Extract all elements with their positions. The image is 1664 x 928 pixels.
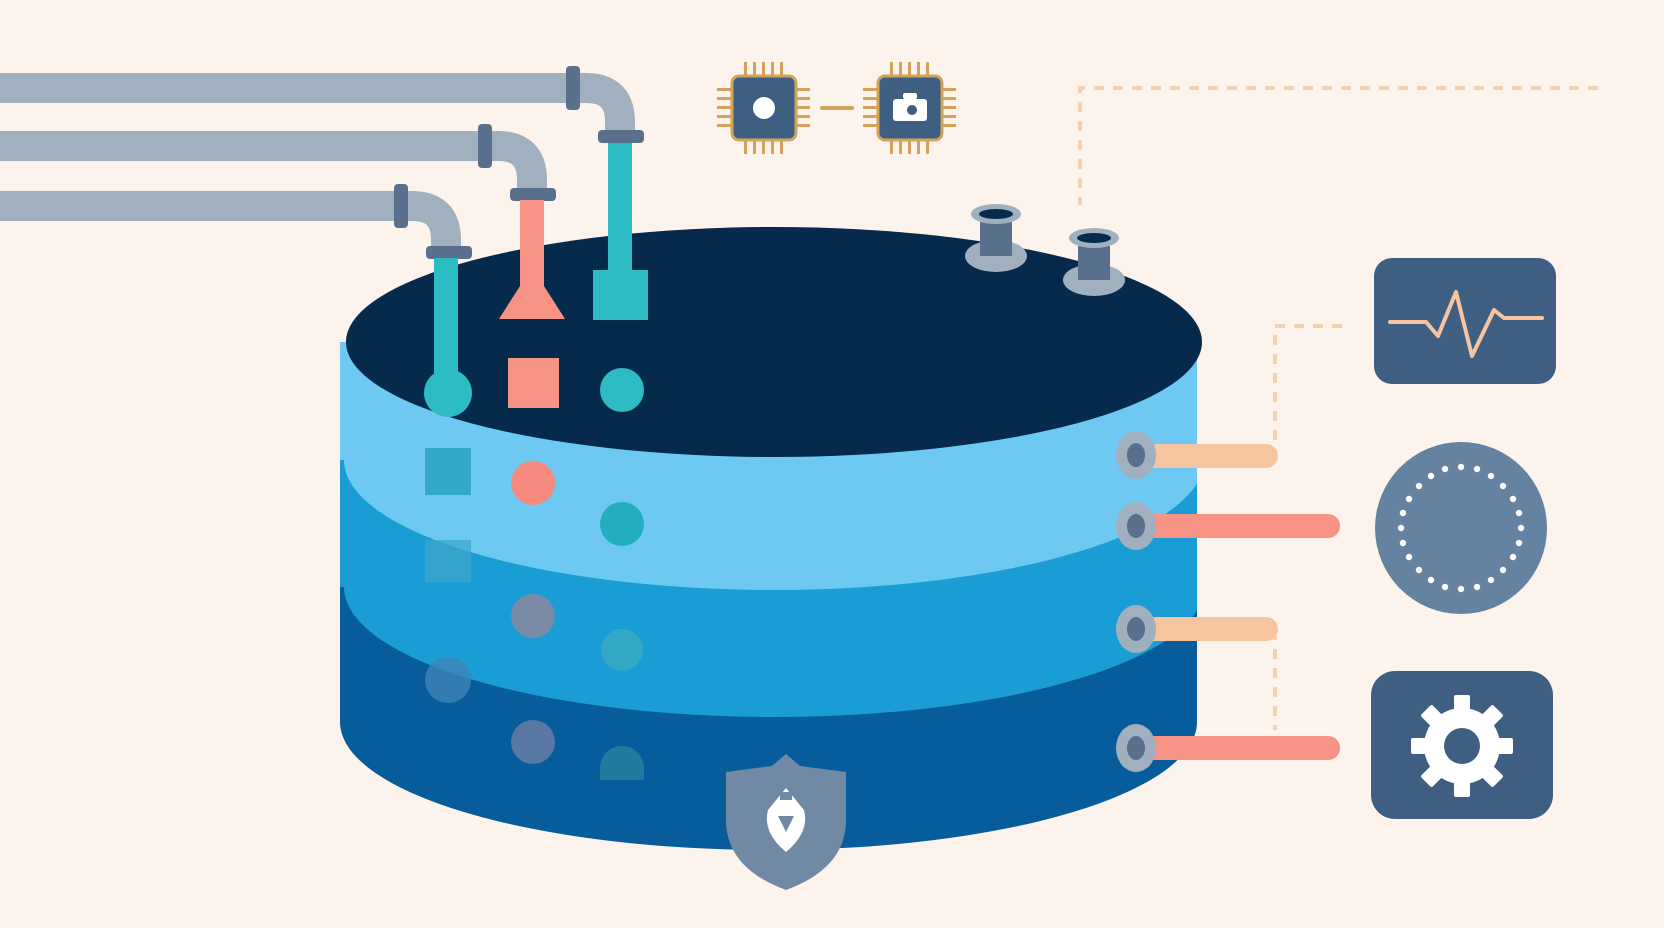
chip-left-pins: [717, 62, 810, 154]
dotted-line-top: [1078, 86, 1598, 205]
vent-right: [1063, 228, 1125, 296]
chip-right: [863, 62, 956, 154]
chip-circle-icon: [753, 97, 775, 119]
dotted-line-upper: [1273, 324, 1342, 455]
vent-left: [965, 204, 1027, 272]
side-ports: [1116, 431, 1156, 772]
chip-connector: [820, 106, 854, 110]
tank-lid: [346, 227, 1202, 457]
gear-icon: [1411, 695, 1513, 797]
heartbeat-waveform-icon: [1388, 290, 1544, 358]
tank-particles: [425, 448, 644, 780]
panel-gear: [1371, 671, 1553, 819]
tank-contents: [424, 143, 648, 417]
chip-right-pins: [863, 62, 956, 154]
dotted-ring-dial-icon: [1397, 463, 1525, 593]
pipe-1: [0, 73, 635, 136]
pipe-3: [0, 191, 461, 252]
panel-dial: [1375, 442, 1547, 614]
teal-ball: [424, 369, 472, 417]
teal-pipe-right: [608, 143, 632, 273]
teal-block: [593, 270, 648, 320]
pipe-2: [0, 131, 547, 194]
tube-salmon-bottom: [1136, 736, 1340, 760]
pipes: [0, 73, 635, 252]
salmon-block: [508, 358, 559, 408]
tube-peach-lower: [1136, 617, 1278, 641]
panel-heartbeat: [1374, 258, 1556, 384]
salmon-funnel: [499, 286, 565, 319]
shield-icon: [726, 754, 846, 890]
teal-pipe-left: [434, 258, 458, 374]
chip-left: [717, 62, 810, 154]
tube-peach-top: [1136, 444, 1278, 468]
dotted-connector-lines: [1078, 86, 1598, 730]
pipe-couplings: [394, 66, 644, 259]
teal-dot: [600, 368, 644, 412]
chip-camera-icon: [893, 93, 927, 121]
tank: [340, 143, 1340, 890]
output-tubes: [1136, 444, 1340, 760]
tube-salmon-upper: [1136, 514, 1340, 538]
salmon-pipe: [520, 200, 544, 288]
